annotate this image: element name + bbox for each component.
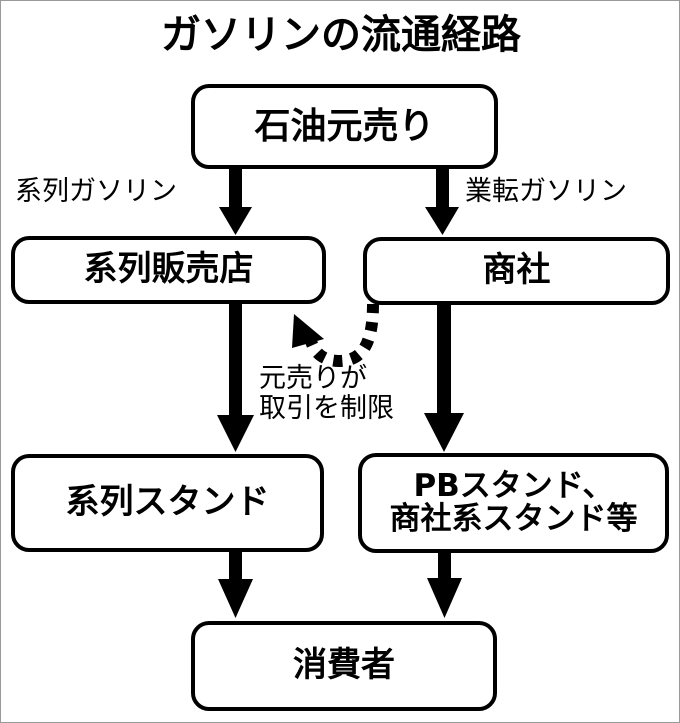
node-keiretsu-dealer-label: 系列販売店 [83,249,254,290]
edge-label-restriction: 元売りが 取引を制限 [259,363,394,425]
edge-label-gyoten-gasoline: 業転ガソリン [465,176,627,207]
arrow-restriction-dashed-curve [292,303,379,368]
node-keiretsu-dealer[interactable]: 系列販売店 [11,236,326,304]
node-consumer[interactable]: 消費者 [191,621,497,711]
arrow-wholesaler-to-trading-company [425,168,459,235]
node-keiretsu-stand-label: 系列スタンド [65,482,270,523]
arrow-pb-stand-to-consumer [427,551,462,618]
node-trading-company[interactable]: 商社 [363,237,670,305]
node-pb-stand-label: PBスタンド、 商社系スタンド等 [389,468,638,537]
arrow-trading-company-to-pb-stand [424,301,464,452]
edge-label-keiretsu-gasoline: 系列ガソリン [15,176,177,207]
node-wholesaler[interactable]: 石油元売り [191,84,498,169]
arrow-wholesaler-to-keiretsu-dealer [219,168,252,235]
node-consumer-label: 消費者 [293,645,395,686]
page-title: ガソリンの流通経路 [161,12,521,58]
arrow-keiretsu-stand-to-consumer [218,550,253,618]
node-wholesaler-label: 石油元売り [254,105,435,147]
node-pb-stand[interactable]: PBスタンド、 商社系スタンド等 [358,453,669,553]
arrow-keiretsu-dealer-to-keiretsu-stand [217,301,254,452]
node-keiretsu-stand[interactable]: 系列スタンド [11,454,324,552]
node-trading-company-label: 商社 [482,250,551,291]
